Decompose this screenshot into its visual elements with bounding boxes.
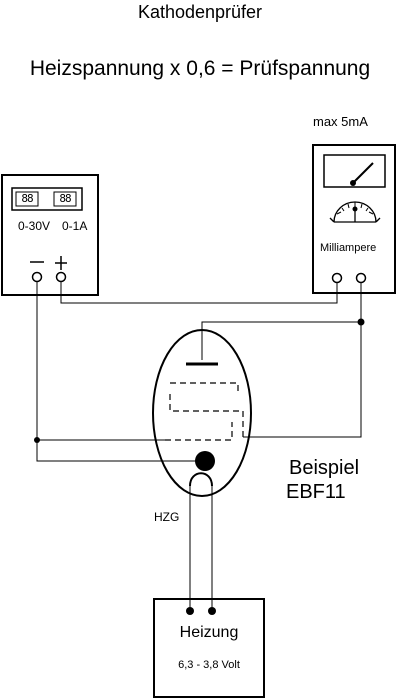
wire-meter-to-grid-right: [243, 322, 362, 438]
tube-grid-3: [170, 382, 239, 394]
power-supply-display: [11, 187, 83, 211]
meter-max-label: max 5mA: [313, 114, 368, 129]
power-supply-housing: [1, 174, 99, 296]
meter-needle-pivot: [350, 180, 356, 186]
heater-title: Heizung: [179, 624, 239, 641]
tube-envelope: [152, 329, 252, 497]
heater-housing: [153, 598, 265, 698]
power-supply: [1, 174, 99, 296]
formula-text: Heizspannung x 0,6 = Prüfspannung: [29, 57, 371, 80]
junction-cathode-line: [34, 437, 40, 443]
display-digits-right: [53, 191, 77, 207]
milliampere-meter: [312, 144, 396, 294]
tube-grid-1: [165, 422, 233, 441]
wire-meter-to-anode: [201, 283, 362, 360]
meter-needle: [352, 162, 374, 184]
psu-display-right: 88: [59, 192, 71, 205]
meter-terminal-right: [355, 272, 367, 284]
meter-symbol-icon: [329, 201, 381, 223]
heater-terminal-left: [186, 607, 194, 615]
meter-housing: [312, 144, 396, 294]
meter-dial-window: [323, 154, 386, 188]
tube-type-label: EBF11: [286, 481, 346, 503]
wire-plus-to-meter: [60, 282, 338, 304]
tube-caption: Beispiel: [289, 457, 360, 479]
terminal-plus: [55, 271, 67, 283]
page-title: Kathodenprüfer: [137, 2, 263, 22]
meter-terminal-left: [331, 272, 343, 284]
heater-supply: [153, 598, 265, 698]
meter-unit-label: Milliampere: [320, 242, 377, 254]
heater-voltage: 6,3 - 3,8 Volt: [178, 659, 240, 671]
tube-grid-2: [169, 394, 244, 437]
psu-current-range: 0-1A: [62, 219, 88, 233]
junction-meter: [357, 318, 365, 326]
tube-cathode: [195, 451, 215, 471]
psu-display-left: 88: [21, 192, 33, 205]
wiring: [36, 282, 362, 609]
heater-pin-label: HZG: [154, 510, 180, 524]
terminal-minus: [31, 271, 43, 283]
wire-minus-to-cathode: [36, 282, 205, 462]
tube-heater-filament: [189, 472, 213, 487]
psu-voltage-range: 0-30V: [18, 219, 51, 233]
tube-ebf11: [152, 329, 252, 497]
heater-terminal-right: [208, 607, 216, 615]
display-digits-left: [15, 191, 39, 207]
